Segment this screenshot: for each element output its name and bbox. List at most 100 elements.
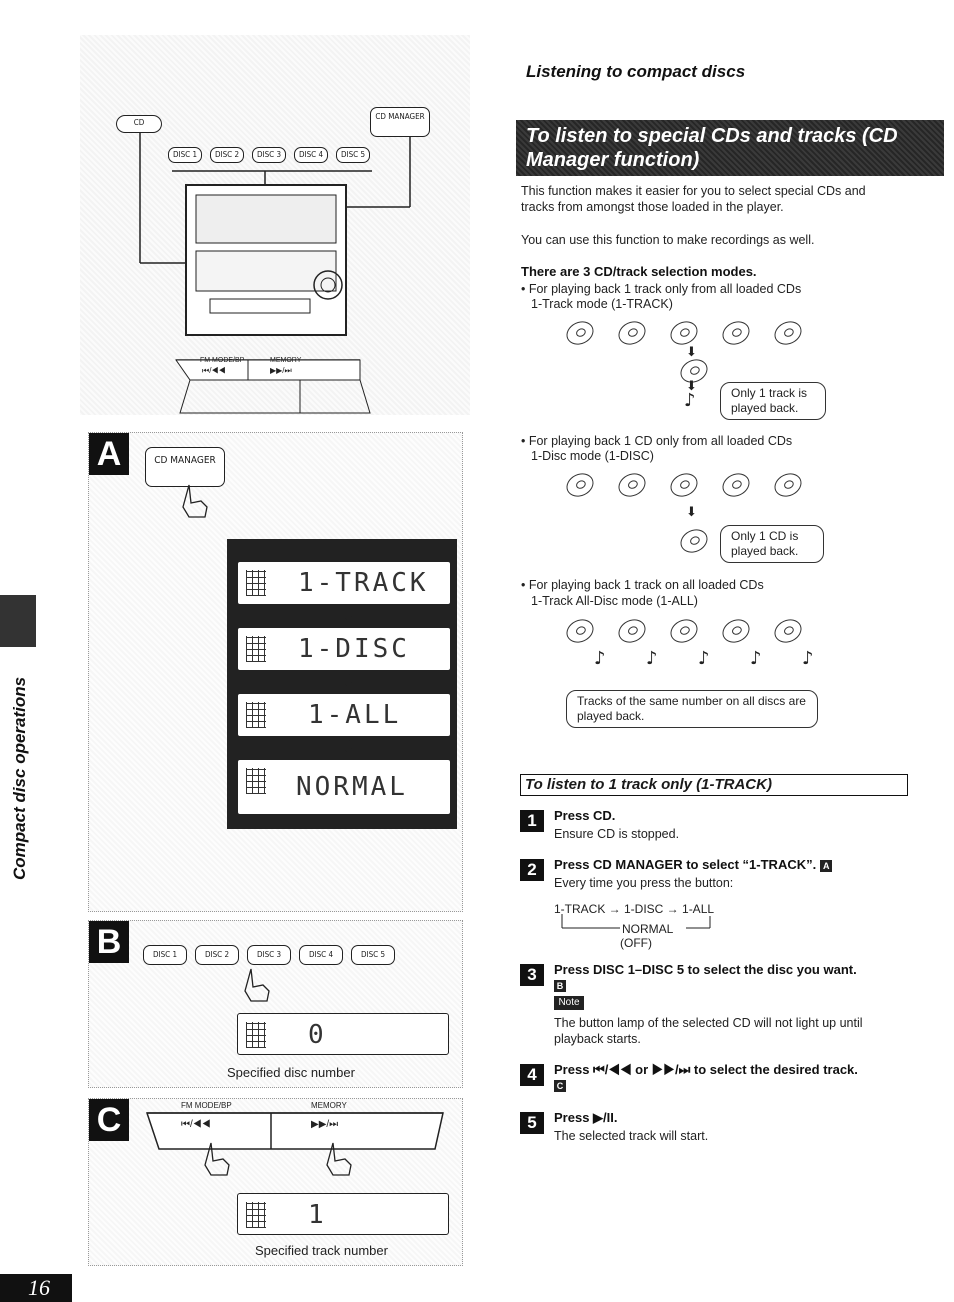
step-desc: The button lamp of the selected CD will … <box>554 1016 863 1046</box>
track-number-display-text: 1 <box>308 1200 327 1230</box>
panel-c-caption: Specified track number <box>255 1243 388 1258</box>
cd-icon <box>718 615 754 647</box>
finger-icon <box>244 968 270 1002</box>
cd-icon <box>614 615 650 647</box>
track-number-display: 1 <box>237 1193 449 1235</box>
panel-b-letter: B <box>89 921 129 963</box>
music-note-icon: ♪ <box>750 648 762 669</box>
note-tag: Note <box>554 996 584 1010</box>
display-normal: NORMAL <box>237 759 451 815</box>
cd-icon <box>770 469 806 501</box>
step-title: Press ▶/II. <box>554 1110 618 1125</box>
panel-b-caption: Specified disc number <box>227 1065 355 1080</box>
disc-4-button: DISC 4 <box>299 945 343 965</box>
step-number: 2 <box>520 859 544 881</box>
skip-back-label: ⏮/◀◀ <box>202 366 226 375</box>
disc-3-button: DISC 3 <box>252 147 286 163</box>
disc-number-display: 0 <box>237 1013 449 1055</box>
music-note-icon: ♪ <box>594 648 606 669</box>
subheading: To listen to 1 track only (1-TRACK) <box>525 776 772 793</box>
modes-heading: There are 3 CD/track selection modes. <box>521 264 757 279</box>
down-arrow-icon: ⬇ <box>341 739 355 756</box>
display-1-track-text: 1-TRACK <box>298 568 429 598</box>
cd-icon <box>718 469 754 501</box>
step-number: 3 <box>520 964 544 986</box>
mode-1-bubble: Only 1 track is played back. <box>720 382 826 420</box>
down-arrow-icon: ⬇ <box>686 504 697 519</box>
display-1-track: 1-TRACK <box>237 561 451 605</box>
display-1-all: 1-ALL <box>237 693 451 737</box>
disc-2-button: DISC 2 <box>195 945 239 965</box>
cd-icon <box>614 469 650 501</box>
panel-b: B DISC 1 DISC 2 DISC 3 DISC 4 DISC 5 0 S… <box>88 920 463 1088</box>
step-desc: The selected track will start. <box>554 1129 709 1143</box>
mode-2-name: 1-Disc mode (1-DISC) <box>531 449 654 463</box>
disc-5-button: DISC 5 <box>351 945 395 965</box>
fm-mode-label: FM MODE/BP <box>200 357 245 364</box>
cycle-return-lines <box>561 914 711 929</box>
cd-icon <box>562 469 598 501</box>
mode-2-discs <box>562 469 816 504</box>
finger-icon <box>204 1142 230 1176</box>
ref-badge: C <box>554 1080 566 1092</box>
cd-manager-button: CD MANAGER <box>370 107 430 137</box>
section-tab <box>0 595 36 647</box>
down-arrow-icon: ⬇ <box>341 673 355 690</box>
display-1-disc-text: 1-DISC <box>298 634 410 664</box>
finger-icon <box>182 484 208 518</box>
memory-label: MEMORY <box>270 357 302 364</box>
cd-button: CD <box>116 115 162 133</box>
memory-label: MEMORY <box>311 1101 347 1110</box>
step-title: Press CD. <box>554 808 616 823</box>
fm-mode-label: FM MODE/BP <box>181 1101 232 1110</box>
cd-icon <box>562 317 598 349</box>
display-normal-text: NORMAL <box>296 772 408 802</box>
mode-2-bubble: Only 1 CD is played back. <box>720 525 824 563</box>
page-number: 16 <box>0 1274 72 1302</box>
step-title: Press ⏮/◀◀ or ▶▶/⏭ to select the desired… <box>554 1062 858 1077</box>
disc-number-display-text: 0 <box>308 1020 327 1050</box>
intro-paragraph-2: You can use this function to make record… <box>521 233 815 247</box>
section-title: Listening to compact discs <box>526 62 746 81</box>
off-label: (OFF) <box>620 936 652 950</box>
intro-paragraph-1: This function makes it easier for you to… <box>521 184 866 214</box>
mode-3-bullet: • For playing back 1 track on all loaded… <box>521 578 764 592</box>
disc-1-button: DISC 1 <box>143 945 187 965</box>
disc-5-button: DISC 5 <box>336 147 370 163</box>
disc-button-row: DISC 1 DISC 2 DISC 3 DISC 4 DISC 5 <box>168 147 378 167</box>
cd-icon <box>614 317 650 349</box>
display-1-all-text: 1-ALL <box>308 700 402 730</box>
step-title: Press CD MANAGER to select “1-TRACK”.A <box>554 857 833 872</box>
mode-1-name: 1-Track mode (1-TRACK) <box>531 297 673 311</box>
step-number: 1 <box>520 810 544 832</box>
cd-icon <box>676 525 712 557</box>
music-note-icon: ♪ <box>802 648 814 669</box>
panel-c-letter: C <box>89 1099 129 1141</box>
finger-icon <box>326 1142 352 1176</box>
skip-back-label: ⏮/◀◀ <box>181 1119 211 1130</box>
music-note-icon: ♪ <box>698 648 710 669</box>
banner: To listen to special CDs and tracks (CD … <box>516 120 944 176</box>
cd-icon <box>770 615 806 647</box>
mode-3-discs <box>562 615 816 650</box>
panel-a: A CD MANAGER 1-TRACK ⬇ 1-DISC ⬇ 1-ALL ⬇ … <box>88 432 463 912</box>
step-desc: Ensure CD is stopped. <box>554 827 680 841</box>
banner-title: To listen to special CDs and tracks (CD … <box>526 125 898 171</box>
ref-badge: A <box>820 859 833 872</box>
disc-2-button: DISC 2 <box>210 147 244 163</box>
mode-3-name: 1-Track All-Disc mode (1-ALL) <box>531 594 698 608</box>
panel-a-letter: A <box>89 433 129 475</box>
disc-3-button: DISC 3 <box>247 945 291 965</box>
stereo-unit-drawing <box>139 133 411 414</box>
display-1-disc: 1-DISC <box>237 627 451 671</box>
skip-buttons-drawing <box>145 1112 444 1150</box>
cd-icon <box>666 469 702 501</box>
ref-badge: B <box>554 980 566 992</box>
down-arrow-icon: ⬇ <box>686 378 697 393</box>
step-number: 4 <box>520 1064 544 1086</box>
step-title-text: Press CD MANAGER to select “1-TRACK”. <box>554 857 817 872</box>
panel-c: C FM MODE/BP MEMORY ⏮/◀◀ ▶▶/⏭ 1 Specifie… <box>88 1098 463 1266</box>
step-number: 5 <box>520 1112 544 1134</box>
down-arrow-icon: ⬇ <box>686 344 697 359</box>
step-title: Press DISC 1–DISC 5 to select the disc y… <box>554 962 857 977</box>
